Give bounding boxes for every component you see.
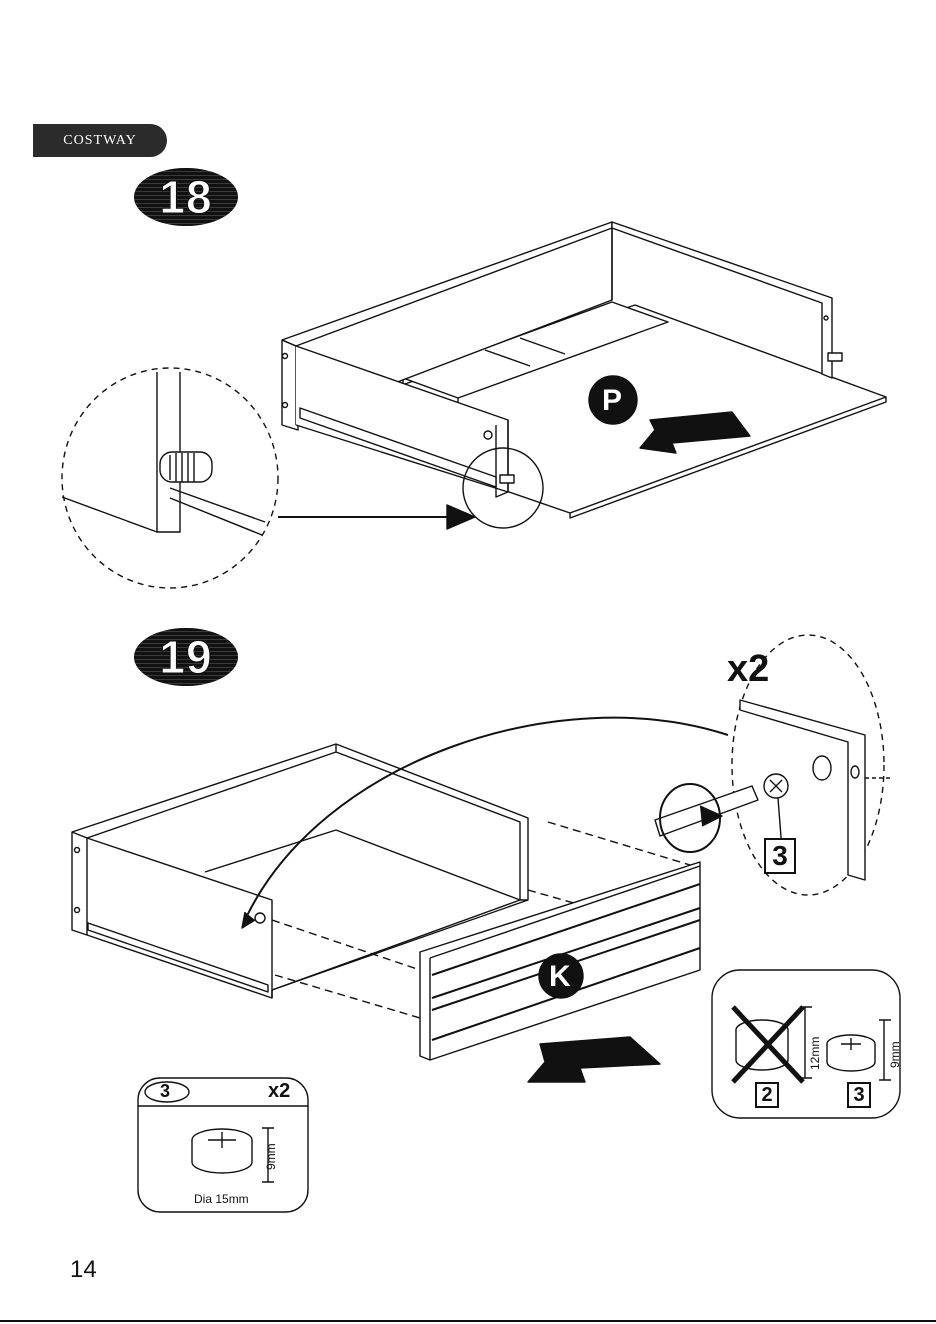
pointer-arrow <box>447 505 475 529</box>
spec-quantity: x2 <box>268 1080 290 1103</box>
spec-part-number: 3 <box>160 1081 170 1102</box>
right-height-label: 9mm <box>888 1041 902 1068</box>
part-label-k: K <box>549 960 571 994</box>
right-part-number: 3 <box>847 1082 871 1108</box>
spec-diameter-label: Dia 15mm <box>194 1192 249 1206</box>
part-number-box: 3 <box>764 838 796 874</box>
quantity-label: x2 <box>727 648 769 691</box>
wrong-height-label: 12mm <box>808 1037 822 1070</box>
push-arrow-19 <box>528 1037 660 1082</box>
bottom-rule <box>0 1320 936 1322</box>
spec-height-label: 9mm <box>264 1143 278 1170</box>
part-label-p: P <box>602 384 622 418</box>
wrong-part-number: 2 <box>755 1082 779 1108</box>
page-number: 14 <box>70 1256 97 1284</box>
